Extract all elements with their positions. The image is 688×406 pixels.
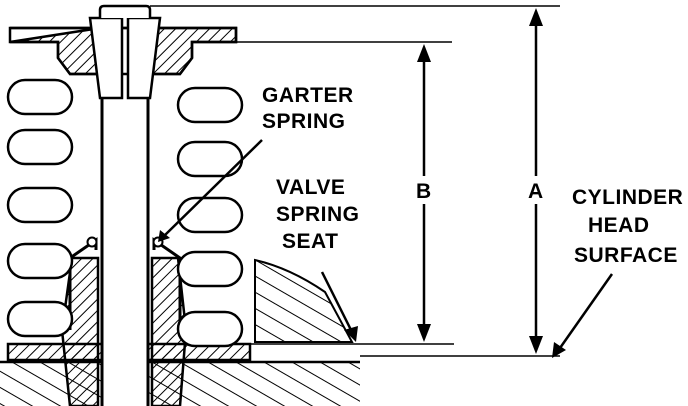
valve-spring-left (6, 78, 74, 338)
cylinder-head-surface-label: CYLINDER HEAD SURFACE (572, 186, 683, 267)
garter-spring-label: GARTER SPRING (262, 84, 354, 133)
dimension-extension-lines (150, 5, 560, 357)
dimension-a-label: A (528, 180, 544, 203)
spring-retainer (8, 26, 238, 76)
valve-spring-seat-label-line-3: SEAT (282, 230, 338, 253)
dimension-b-label: B (416, 180, 432, 203)
valve-spring-seat-leader (320, 271, 358, 342)
valve-spring-seat-label-line-2: SPRING (276, 203, 360, 226)
garter-spring (86, 236, 164, 248)
cylinder-head-surface-label-line-3: SURFACE (574, 244, 678, 267)
valve-spring-seat-label: VALVE SPRING SEAT (276, 176, 360, 253)
valve-guide (60, 256, 188, 406)
valve-spring-right (176, 86, 244, 348)
garter-spring-label-line-1: GARTER (262, 84, 354, 107)
cylinder-head-surface-leader (552, 273, 614, 358)
cylinder-head-surface-label-line-2: HEAD (588, 214, 650, 237)
valve-tip (98, 4, 152, 18)
garter-spring-leader (158, 139, 263, 242)
garter-spring-label-line-2: SPRING (262, 110, 346, 133)
valve-keepers (88, 16, 162, 100)
valve-spring-seat-label-line-1: VALVE (276, 176, 345, 199)
cylinder-head-surface-label-line-1: CYLINDER (572, 186, 683, 209)
